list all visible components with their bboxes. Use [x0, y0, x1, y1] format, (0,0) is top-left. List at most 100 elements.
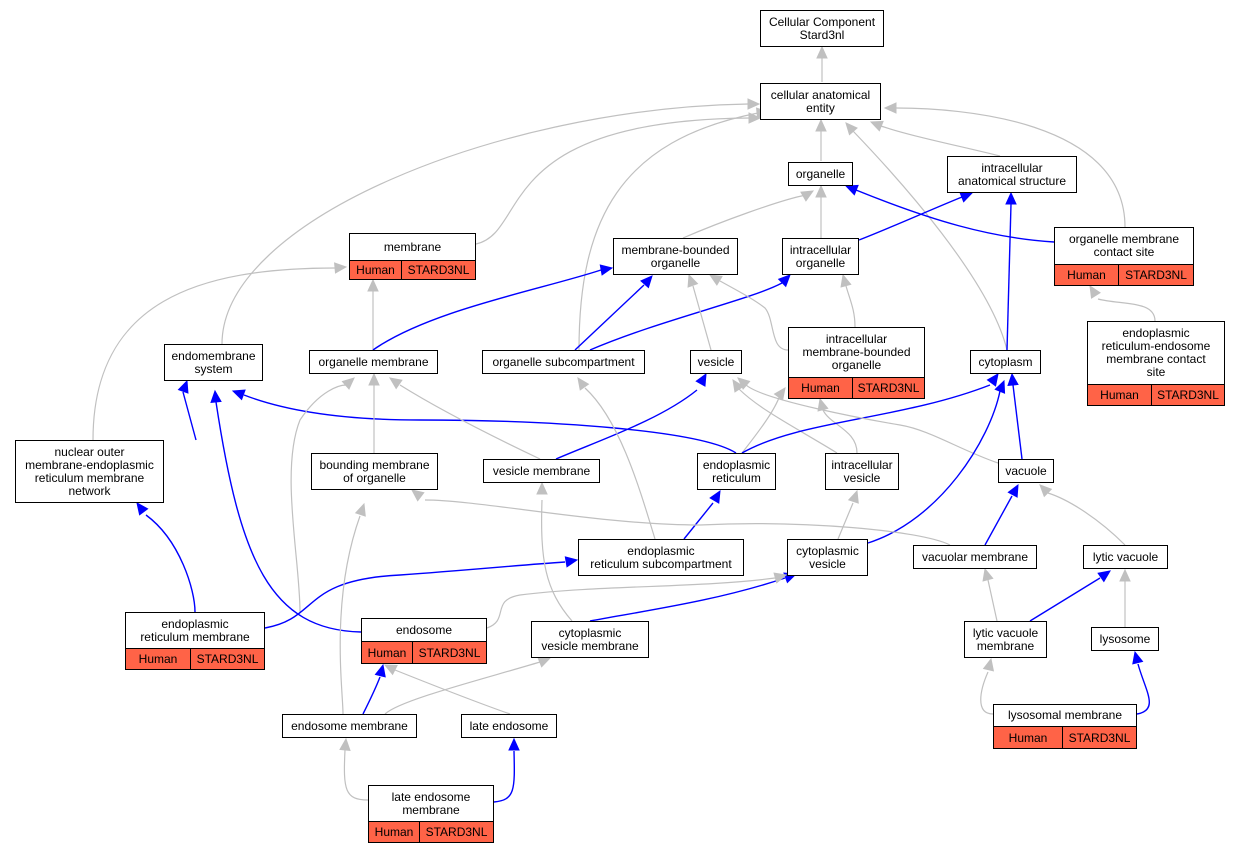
arrowhead	[1039, 484, 1053, 498]
edge-erecs-to-omcs	[1089, 284, 1156, 322]
edge-cytves-to-iv	[837, 489, 859, 540]
arrowhead	[383, 664, 398, 676]
arrowhead	[136, 502, 149, 516]
edge-lysomem-to-lysosome	[1132, 650, 1150, 715]
arrowhead	[773, 387, 786, 401]
node-organelle[interactable]: organelle	[788, 162, 853, 186]
node-endosome-membrane[interactable]: endosome membrane	[282, 714, 417, 738]
arrowhead	[695, 372, 707, 387]
arrowhead	[1089, 284, 1101, 299]
edge-vacmem-to-bmo	[411, 489, 951, 546]
arrowhead	[374, 663, 386, 678]
edge-imbo-to-mbo	[708, 274, 789, 351]
edge-lvm-to-lytvac	[1029, 570, 1111, 622]
arrowhead	[994, 379, 1006, 394]
edge-imbo-to-io	[840, 273, 856, 328]
arrowhead	[389, 377, 403, 390]
arrowhead	[840, 273, 852, 288]
edge-osub-to-cae	[578, 107, 770, 351]
edge-er-to-cytoplasm	[741, 373, 999, 454]
edge-osub-to-mbo	[574, 275, 653, 351]
arrowhead	[748, 112, 762, 124]
arrowhead	[577, 377, 590, 391]
arrowhead	[367, 278, 379, 292]
arrowhead	[564, 556, 579, 568]
edge-vacmem-to-vacuole	[984, 483, 1019, 546]
arrowhead	[869, 120, 884, 132]
edge-lysosome-to-lytvac	[1119, 568, 1131, 627]
edge-endosome-to-endosys	[210, 389, 362, 633]
edge-cvm-to-vesmem	[536, 481, 573, 622]
arrowhead	[1132, 650, 1144, 665]
arrowhead	[986, 373, 999, 387]
node-vesicle[interactable]: vesicle	[690, 350, 742, 374]
arrowhead	[210, 389, 222, 403]
edge-omcs-to-organelle	[844, 184, 1055, 243]
node-organelle-subcompartment[interactable]: organelle subcompartment	[482, 350, 645, 374]
node-lysosome[interactable]: lysosome	[1091, 627, 1159, 651]
edge-er-to-imbo	[741, 387, 786, 454]
edge-bmo-to-orgmem	[368, 372, 380, 453]
edge-lysomem-to-lvm	[980, 657, 995, 715]
node-vesicle-membrane[interactable]: vesicle membrane	[483, 459, 600, 483]
node-organelle-membrane[interactable]: organelle membrane	[309, 350, 438, 374]
edge-membrane-to-cae	[475, 112, 762, 245]
arrowhead	[368, 372, 380, 386]
arrowhead	[231, 389, 246, 401]
arrowhead	[747, 98, 761, 110]
arrowhead	[732, 378, 745, 393]
arrowhead	[816, 45, 828, 59]
arrowhead	[537, 656, 552, 668]
node-cytoplasm[interactable]: cytoplasm	[970, 350, 1041, 374]
node-lytic-vacuole[interactable]: lytic vacuole	[1083, 545, 1168, 569]
edge-vacuole-to-vesicle	[737, 377, 999, 464]
edge-ersub-to-er	[683, 489, 721, 540]
edge-endomem-to-bmo	[339, 502, 366, 715]
arrowhead	[599, 264, 614, 276]
node-vacuole[interactable]: vacuole	[998, 459, 1054, 483]
edge-lytvac-to-vacuole	[1039, 484, 1126, 546]
edge-orgmem-to-mbo	[372, 264, 614, 351]
arrowhead	[737, 377, 751, 390]
arrowhead	[773, 572, 788, 584]
edge-nomer-to-endosys	[177, 379, 197, 441]
arrowhead	[1097, 570, 1111, 583]
arrowhead	[177, 379, 189, 394]
node-vacuolar-membrane[interactable]: vacuolar membrane	[913, 545, 1037, 569]
arrowhead	[640, 275, 653, 289]
edge-cytoplasm-to-ias	[1005, 191, 1017, 351]
node-late-endosome[interactable]: late endosome	[461, 714, 557, 738]
edge-nomer-to-membrane	[92, 262, 348, 441]
arrowhead	[982, 567, 994, 582]
edge-ermem-to-ersub	[264, 556, 579, 629]
arrowhead	[1005, 191, 1017, 205]
edge-omcs-to-cae	[883, 102, 1126, 228]
arrowhead	[708, 274, 723, 286]
